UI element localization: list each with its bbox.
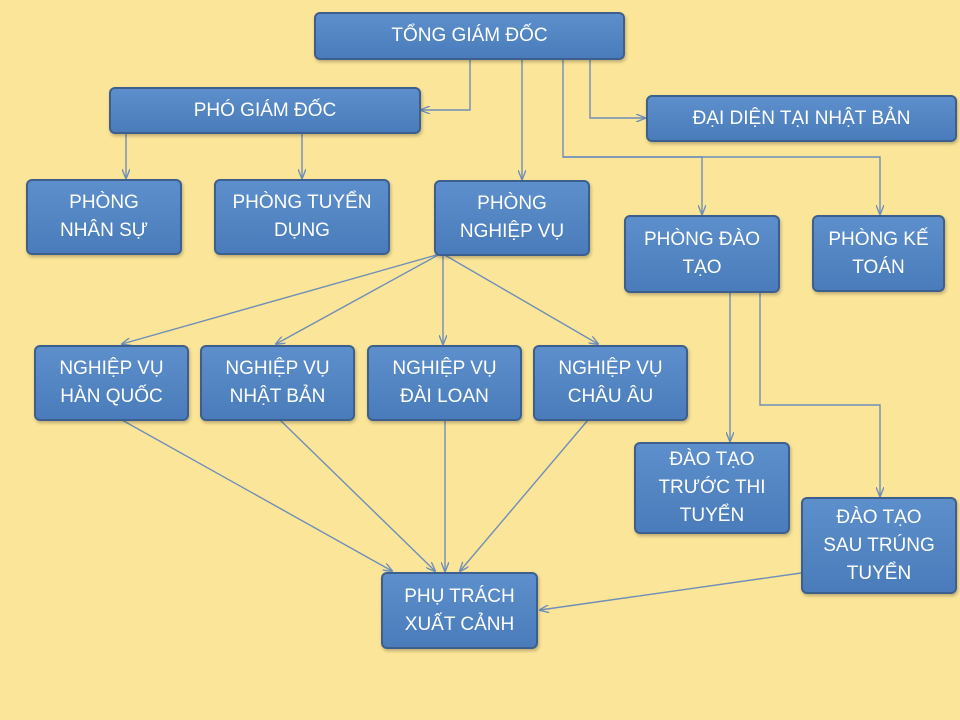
node-post-hire-training: ĐÀO TẠO SAU TRÚNG TUYỂN [801,497,957,594]
link-ceo-accounting [563,156,880,214]
link-ops-korea [122,253,441,344]
node-emigration: PHỤ TRÁCH XUẤT CẢNH [381,572,538,649]
link-ops-japan [276,253,441,344]
node-ops-taiwan: NGHIỆP VỤ ĐÀI LOAN [367,345,522,421]
link-training-posthire [759,292,880,496]
node-ceo: TỔNG GIÁM ĐỐC [314,12,625,60]
node-ops-europe: NGHIỆP VỤ CHÂU ÂU [533,345,688,421]
node-ops-japan: NGHIỆP VỤ NHẬT BẢN [200,345,355,421]
link-europe-emigration [460,419,589,571]
link-ops-europe [442,253,598,344]
link-japan-emigration [279,419,435,571]
node-operations-department: PHÒNG NGHIỆP VỤ [434,180,590,256]
node-hr-department: PHÒNG NHÂN SỰ [26,179,182,255]
node-ops-korea: NGHIỆP VỤ HÀN QUỐC [34,345,189,421]
node-recruitment-department: PHÒNG TUYỂN DỤNG [214,179,390,255]
link-posthire-emigration [540,572,802,610]
node-pre-exam-training: ĐÀO TẠO TRƯỚC THI TUYỂN [634,442,790,534]
node-vice-director: PHÓ GIÁM ĐỐC [109,87,421,134]
link-ceo-vice [421,60,471,110]
link-korea-emigration [121,419,392,571]
node-training-department: PHÒNG ĐÀO TẠO [624,215,780,293]
link-ceo-japanrep [589,60,645,118]
node-accounting-department: PHÒNG KẾ TOÁN [812,215,945,292]
node-japan-representative: ĐẠI DIỆN TẠI NHẬT BẢN [646,95,957,142]
